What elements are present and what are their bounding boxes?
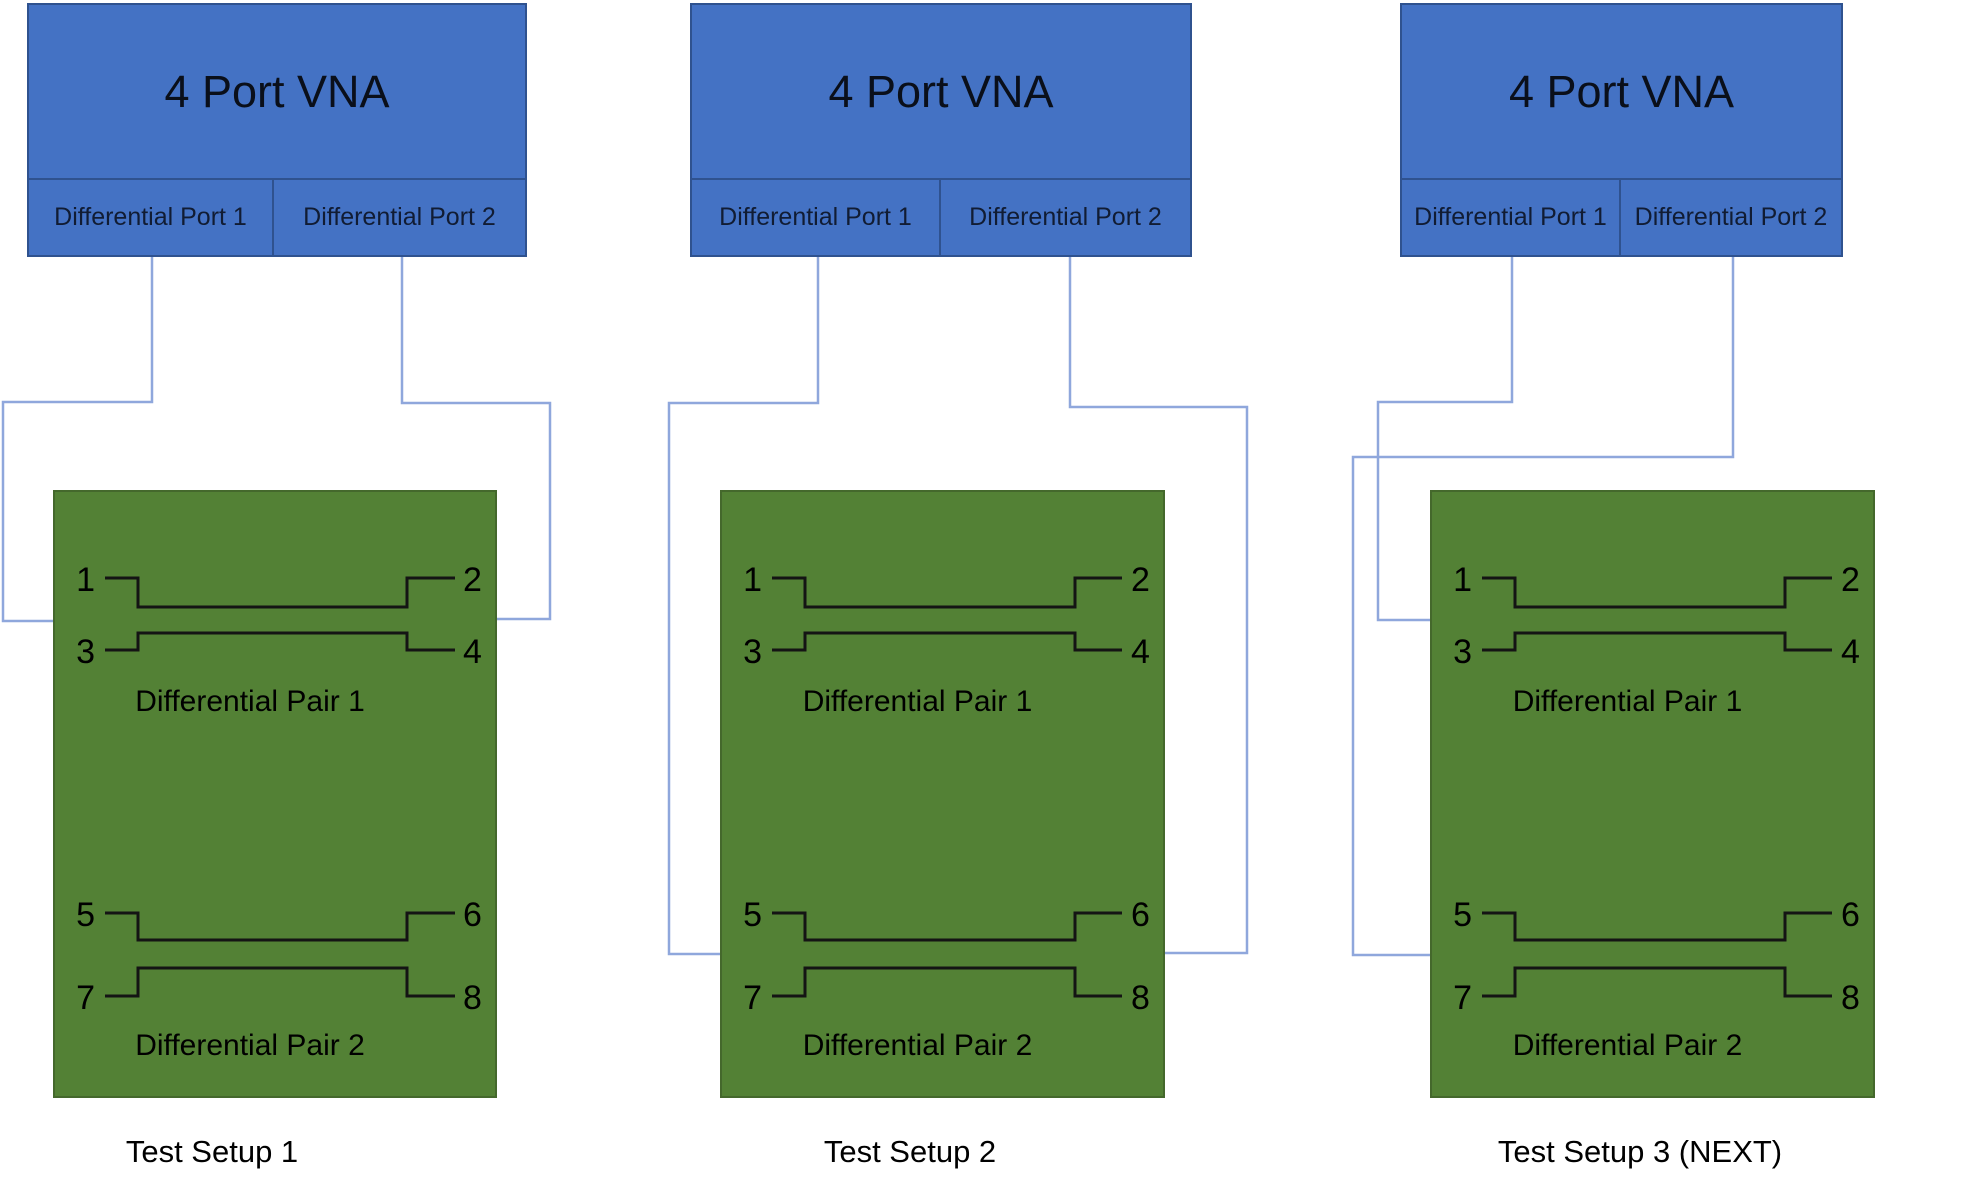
setup3-differential-port-2: Differential Port 2	[1634, 203, 1828, 231]
setup3-pin-2: 2	[1841, 561, 1860, 599]
setup1-pair2-label: Differential Pair 2	[135, 1029, 365, 1062]
setup1-pin-2: 2	[463, 561, 482, 599]
setup3-differential-port-1: Differential Port 1	[1402, 180, 1621, 255]
setup1-pin-3: 3	[76, 633, 95, 671]
setup1-dut-box: 1 2 3 4 Differential Pair 1 5 6 7 8 Diff…	[53, 490, 497, 1098]
setup2-pin-5: 5	[743, 896, 762, 934]
setup2-pin-3: 3	[743, 633, 762, 671]
setup2-pin-6: 6	[1131, 896, 1150, 934]
setup3-dut-box: 1 2 3 4 Differential Pair 1 5 6 7 8 Diff…	[1430, 490, 1875, 1098]
setup3-pin-3: 3	[1453, 633, 1472, 671]
setup3-pin-4: 4	[1841, 633, 1860, 671]
setup2-vna-box: 4 Port VNA Differential Port 1 Different…	[690, 3, 1192, 257]
setup1-pin-5: 5	[76, 896, 95, 934]
setup2-pin-2: 2	[1131, 561, 1150, 599]
setup3-pair1-label: Differential Pair 1	[1512, 685, 1743, 718]
setup2-pin-4: 4	[1131, 633, 1150, 671]
setup1-pin-7: 7	[76, 979, 95, 1017]
setup1-differential-port-1: Differential Port 1	[29, 180, 274, 255]
setup1-differential-port-2: Differential Port 2	[303, 203, 496, 231]
setup3-pin-8: 8	[1841, 979, 1860, 1017]
setup3-pair2-label: Differential Pair 2	[1512, 1029, 1743, 1062]
setup3-caption: Test Setup 3 (NEXT)	[1497, 1134, 1783, 1169]
setup3-vna-title: 4 Port VNA	[1508, 65, 1735, 117]
setup2-vna-port-row: Differential Port 1 Differential Port 2	[692, 178, 1190, 255]
setup3-vna-port-row: Differential Port 1 Differential Port 2	[1402, 178, 1841, 255]
setup1-caption: Test Setup 1	[125, 1134, 299, 1169]
setup2-differential-port-1: Differential Port 1	[692, 180, 941, 255]
setup1-pin-8: 8	[463, 979, 482, 1017]
setup2-pair2-label: Differential Pair 2	[802, 1029, 1033, 1062]
setup1-vna-box: 4 Port VNA Differential Port 1 Different…	[27, 3, 527, 257]
setup3-pin-5: 5	[1453, 896, 1472, 934]
setup1-vna-title: 4 Port VNA	[164, 65, 390, 117]
setup3-pin-6: 6	[1841, 896, 1860, 934]
setup1-pin-1: 1	[76, 561, 95, 599]
setup1-pin-4: 4	[463, 633, 482, 671]
setup2-pin-8: 8	[1131, 979, 1150, 1017]
setup2-pair1-label: Differential Pair 1	[802, 685, 1033, 718]
setup2-vna-title: 4 Port VNA	[828, 65, 1054, 117]
setup3-vna-box: 4 Port VNA Differential Port 1 Different…	[1400, 3, 1843, 257]
setup1-pair1-label: Differential Pair 1	[135, 685, 365, 718]
setup2-pin-7: 7	[743, 979, 762, 1017]
setup2-caption: Test Setup 2	[823, 1134, 997, 1169]
setup3-pin-1: 1	[1453, 561, 1472, 599]
setup3-pin-7: 7	[1453, 979, 1472, 1017]
setup2-pin-1: 1	[743, 561, 762, 599]
setup1-vna-port-row: Differential Port 1 Differential Port 2	[29, 178, 525, 255]
setup1-pin-6: 6	[463, 896, 482, 934]
setup2-differential-port-2: Differential Port 2	[969, 203, 1162, 231]
setup2-dut-box: 1 2 3 4 Differential Pair 1 5 6 7 8 Diff…	[720, 490, 1165, 1098]
